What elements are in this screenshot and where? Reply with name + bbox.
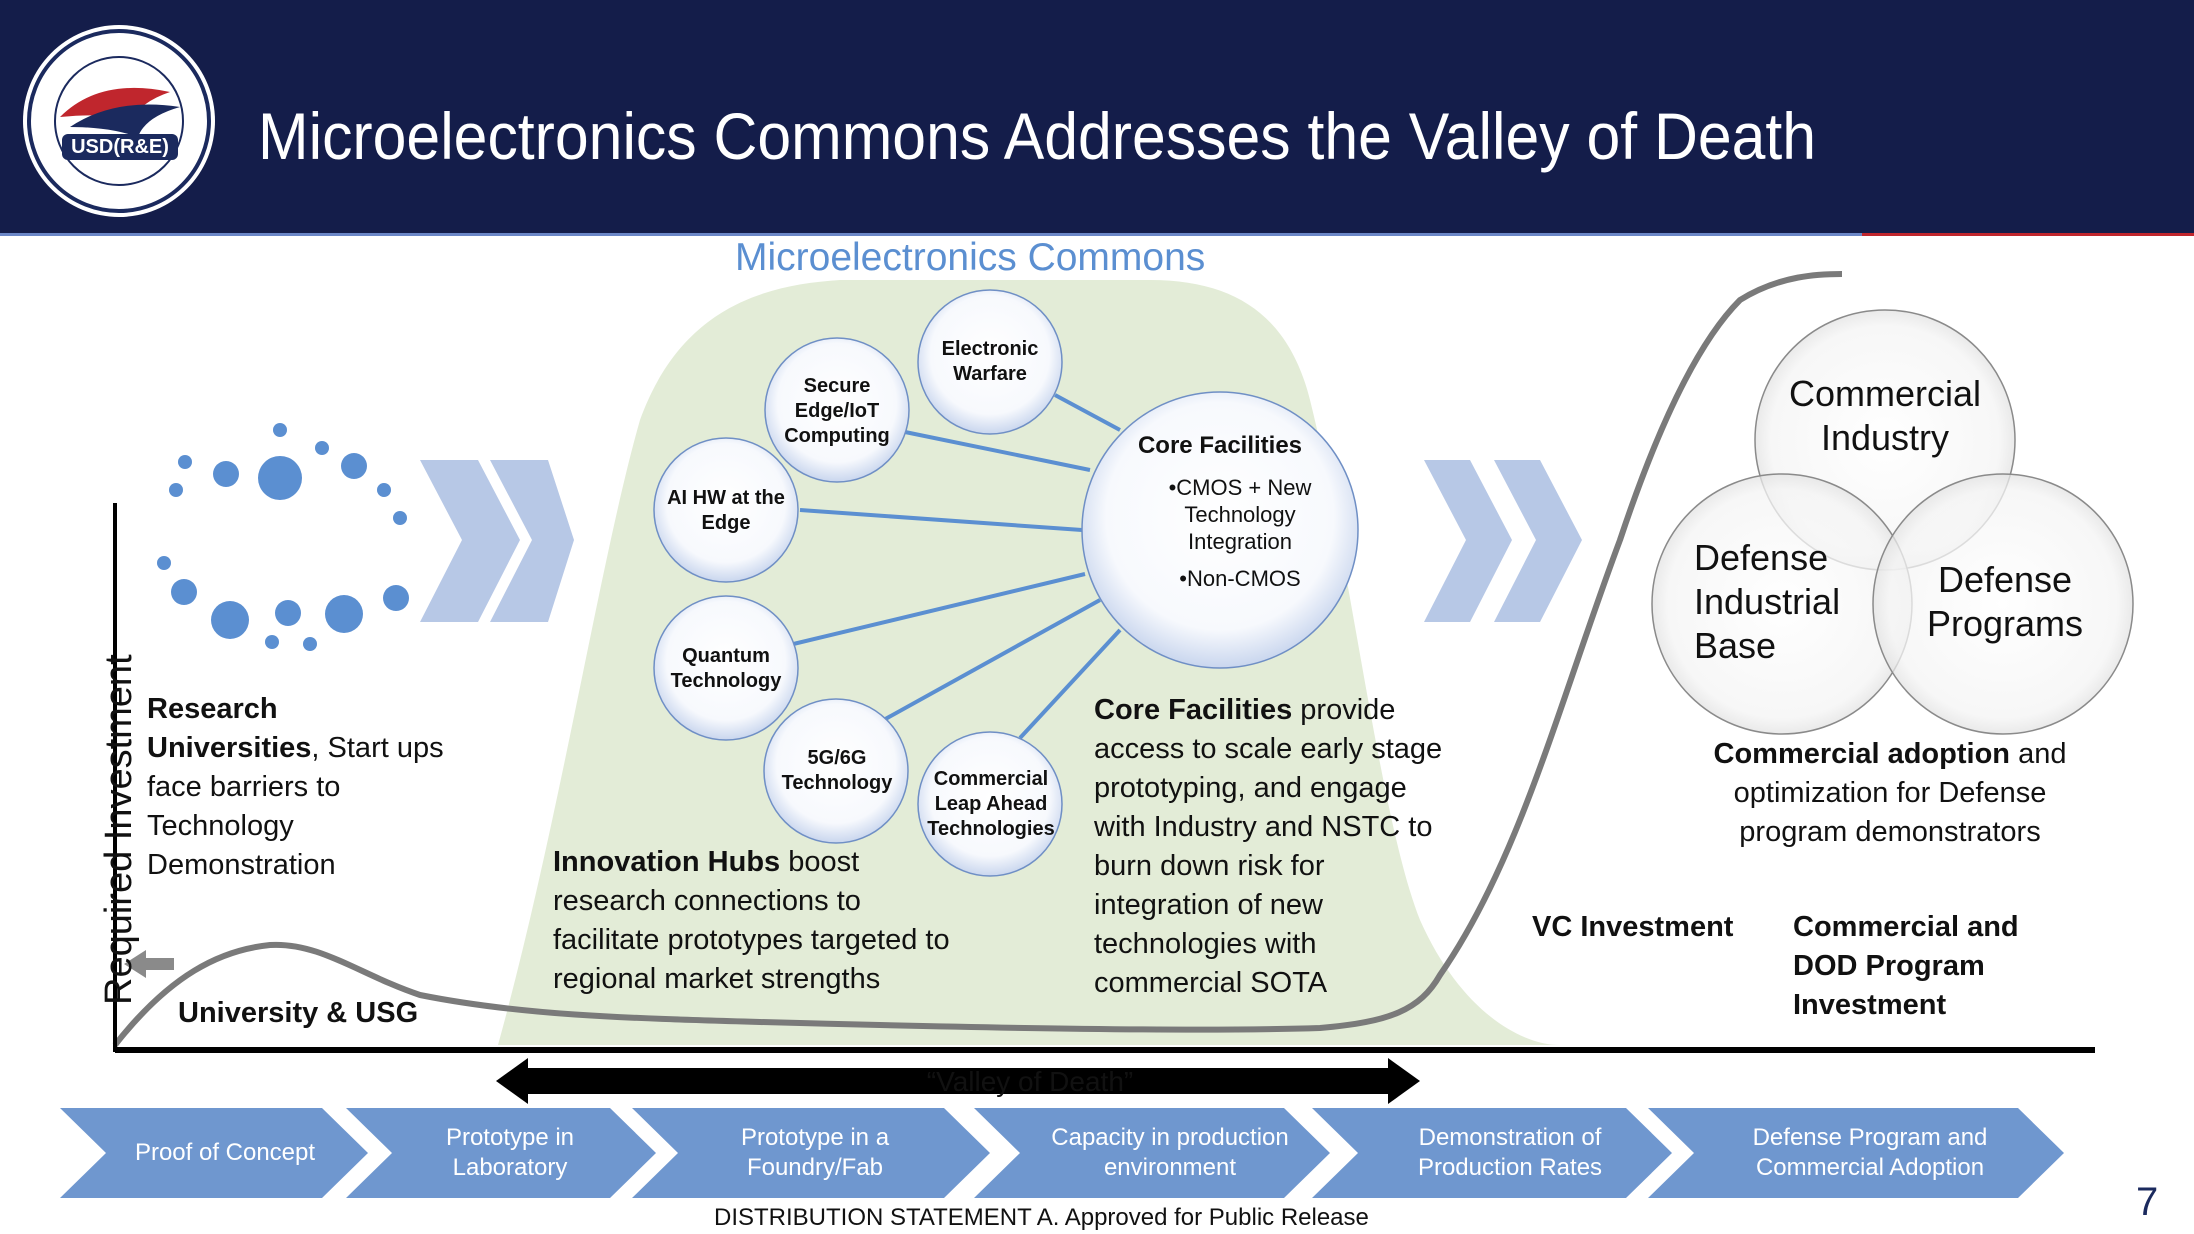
header-rule — [0, 233, 2194, 236]
innovation-hubs-text: Innovation Hubs boost research connectio… — [553, 843, 973, 999]
research-universities-body: , Start ups face barriers to Technology … — [147, 732, 444, 881]
step-shape-1 — [60, 1108, 368, 1198]
commercial-adoption-text: Commercial adoption and optimization for… — [1712, 735, 2068, 852]
step-demonstration-rates: Demonstration of Production Rates — [1417, 1124, 1603, 1181]
venn-commercial-industry: Commercial Industry — [1788, 373, 1982, 458]
step-shape-6 — [1648, 1108, 2064, 1198]
page-number: 7 — [2136, 1180, 2159, 1224]
core-item-non-cmos: •Non-CMOS — [1179, 566, 1301, 591]
commercial-adoption-heading: Commercial adoption — [1713, 738, 2011, 770]
step-defense-commercial-adoption: Defense Program and Commercial Adoption — [1752, 1124, 1988, 1181]
venn-defense-industrial-base: Defense Industrial Base — [1694, 537, 1841, 666]
back-arrow-icon — [124, 950, 174, 978]
valley-of-death-arrow — [496, 1058, 1420, 1104]
hub-connectors — [784, 393, 1122, 740]
commercial-adoption-body: and optimization for Defense program dem… — [1733, 738, 2067, 848]
hub-5g-6g-technology: 5G/6G Technology — [781, 747, 893, 794]
innovation-hubs-heading: Innovation Hubs — [553, 846, 781, 878]
step-prototype-foundry: Prototype in a Foundry/Fab — [740, 1124, 890, 1181]
page-title: Microelectronics Commons Addresses the V… — [258, 99, 1817, 173]
core-item-cmos: •CMOS + New Technology Integration — [1168, 475, 1312, 554]
svg-text:USD(R&E): USD(R&E) — [71, 136, 169, 158]
core-facilities-body: provide access to scale early stage prot… — [1094, 694, 1443, 999]
valley-of-death-label: “Valley of Death” — [926, 1066, 1134, 1097]
commercial-dod-investment-label: Commercial and DOD Program Investment — [1793, 911, 2019, 1021]
core-facilities-text: Core Facilities provide access to scale … — [1094, 691, 1464, 1003]
venn-defense-programs: Defense Programs — [1926, 559, 2084, 644]
step-shape-2 — [346, 1108, 656, 1198]
vc-investment-label: VC Investment — [1532, 911, 1734, 943]
step-shape-4 — [974, 1108, 1330, 1198]
venn-circles — [1651, 309, 2134, 735]
usdre-seal-logo: USD(R&E) — [23, 25, 215, 217]
innovation-hubs-body: boost research connections to facilitate… — [553, 846, 950, 995]
step-shape-5 — [1312, 1108, 1672, 1198]
research-universities-heading: Research Universities — [147, 693, 312, 764]
right-chevron-arrows — [1424, 460, 1582, 622]
step-capacity-production: Capacity in production environment — [1051, 1124, 1289, 1181]
header-bar — [0, 0, 2194, 235]
progression-steps — [60, 1108, 2064, 1198]
investment-curve — [112, 271, 1843, 1047]
y-axis-label: Required Investment — [98, 654, 140, 1005]
step-shape-3 — [632, 1108, 990, 1198]
hub-electronic-warfare: Electronic Warfare — [941, 338, 1039, 385]
distribution-statement: DISTRIBUTION STATEMENT A. Approved for P… — [714, 1204, 1369, 1231]
research-universities-text: Research Universities, Start ups face ba… — [147, 690, 457, 885]
core-facilities-list: •CMOS + New Technology Integration •Non-… — [1140, 474, 1340, 592]
hub-bubbles — [653, 289, 1359, 877]
university-usg-label: University & USG — [178, 997, 419, 1029]
step-proof-of-concept: Proof of Concept — [134, 1139, 316, 1166]
step-prototype-laboratory: Prototype in Laboratory — [445, 1124, 575, 1181]
core-facilities-heading: Core Facilities — [1094, 694, 1293, 726]
commons-title: Microelectronics Commons — [735, 236, 1206, 279]
startup-dot-cluster — [157, 423, 409, 651]
core-facilities-title: Core Facilities — [1137, 432, 1303, 459]
hub-secure-edge-iot: Secure Edge/IoT Computing — [784, 374, 890, 447]
hub-commercial-leap-ahead: Commercial Leap Ahead Technologies — [927, 767, 1055, 840]
header-rule-accent — [1862, 233, 2194, 236]
hub-quantum-technology: Quantum Technology — [670, 645, 782, 692]
left-chevron-arrows — [420, 460, 574, 622]
hub-ai-hw-edge: AI HW at the Edge — [667, 487, 785, 534]
